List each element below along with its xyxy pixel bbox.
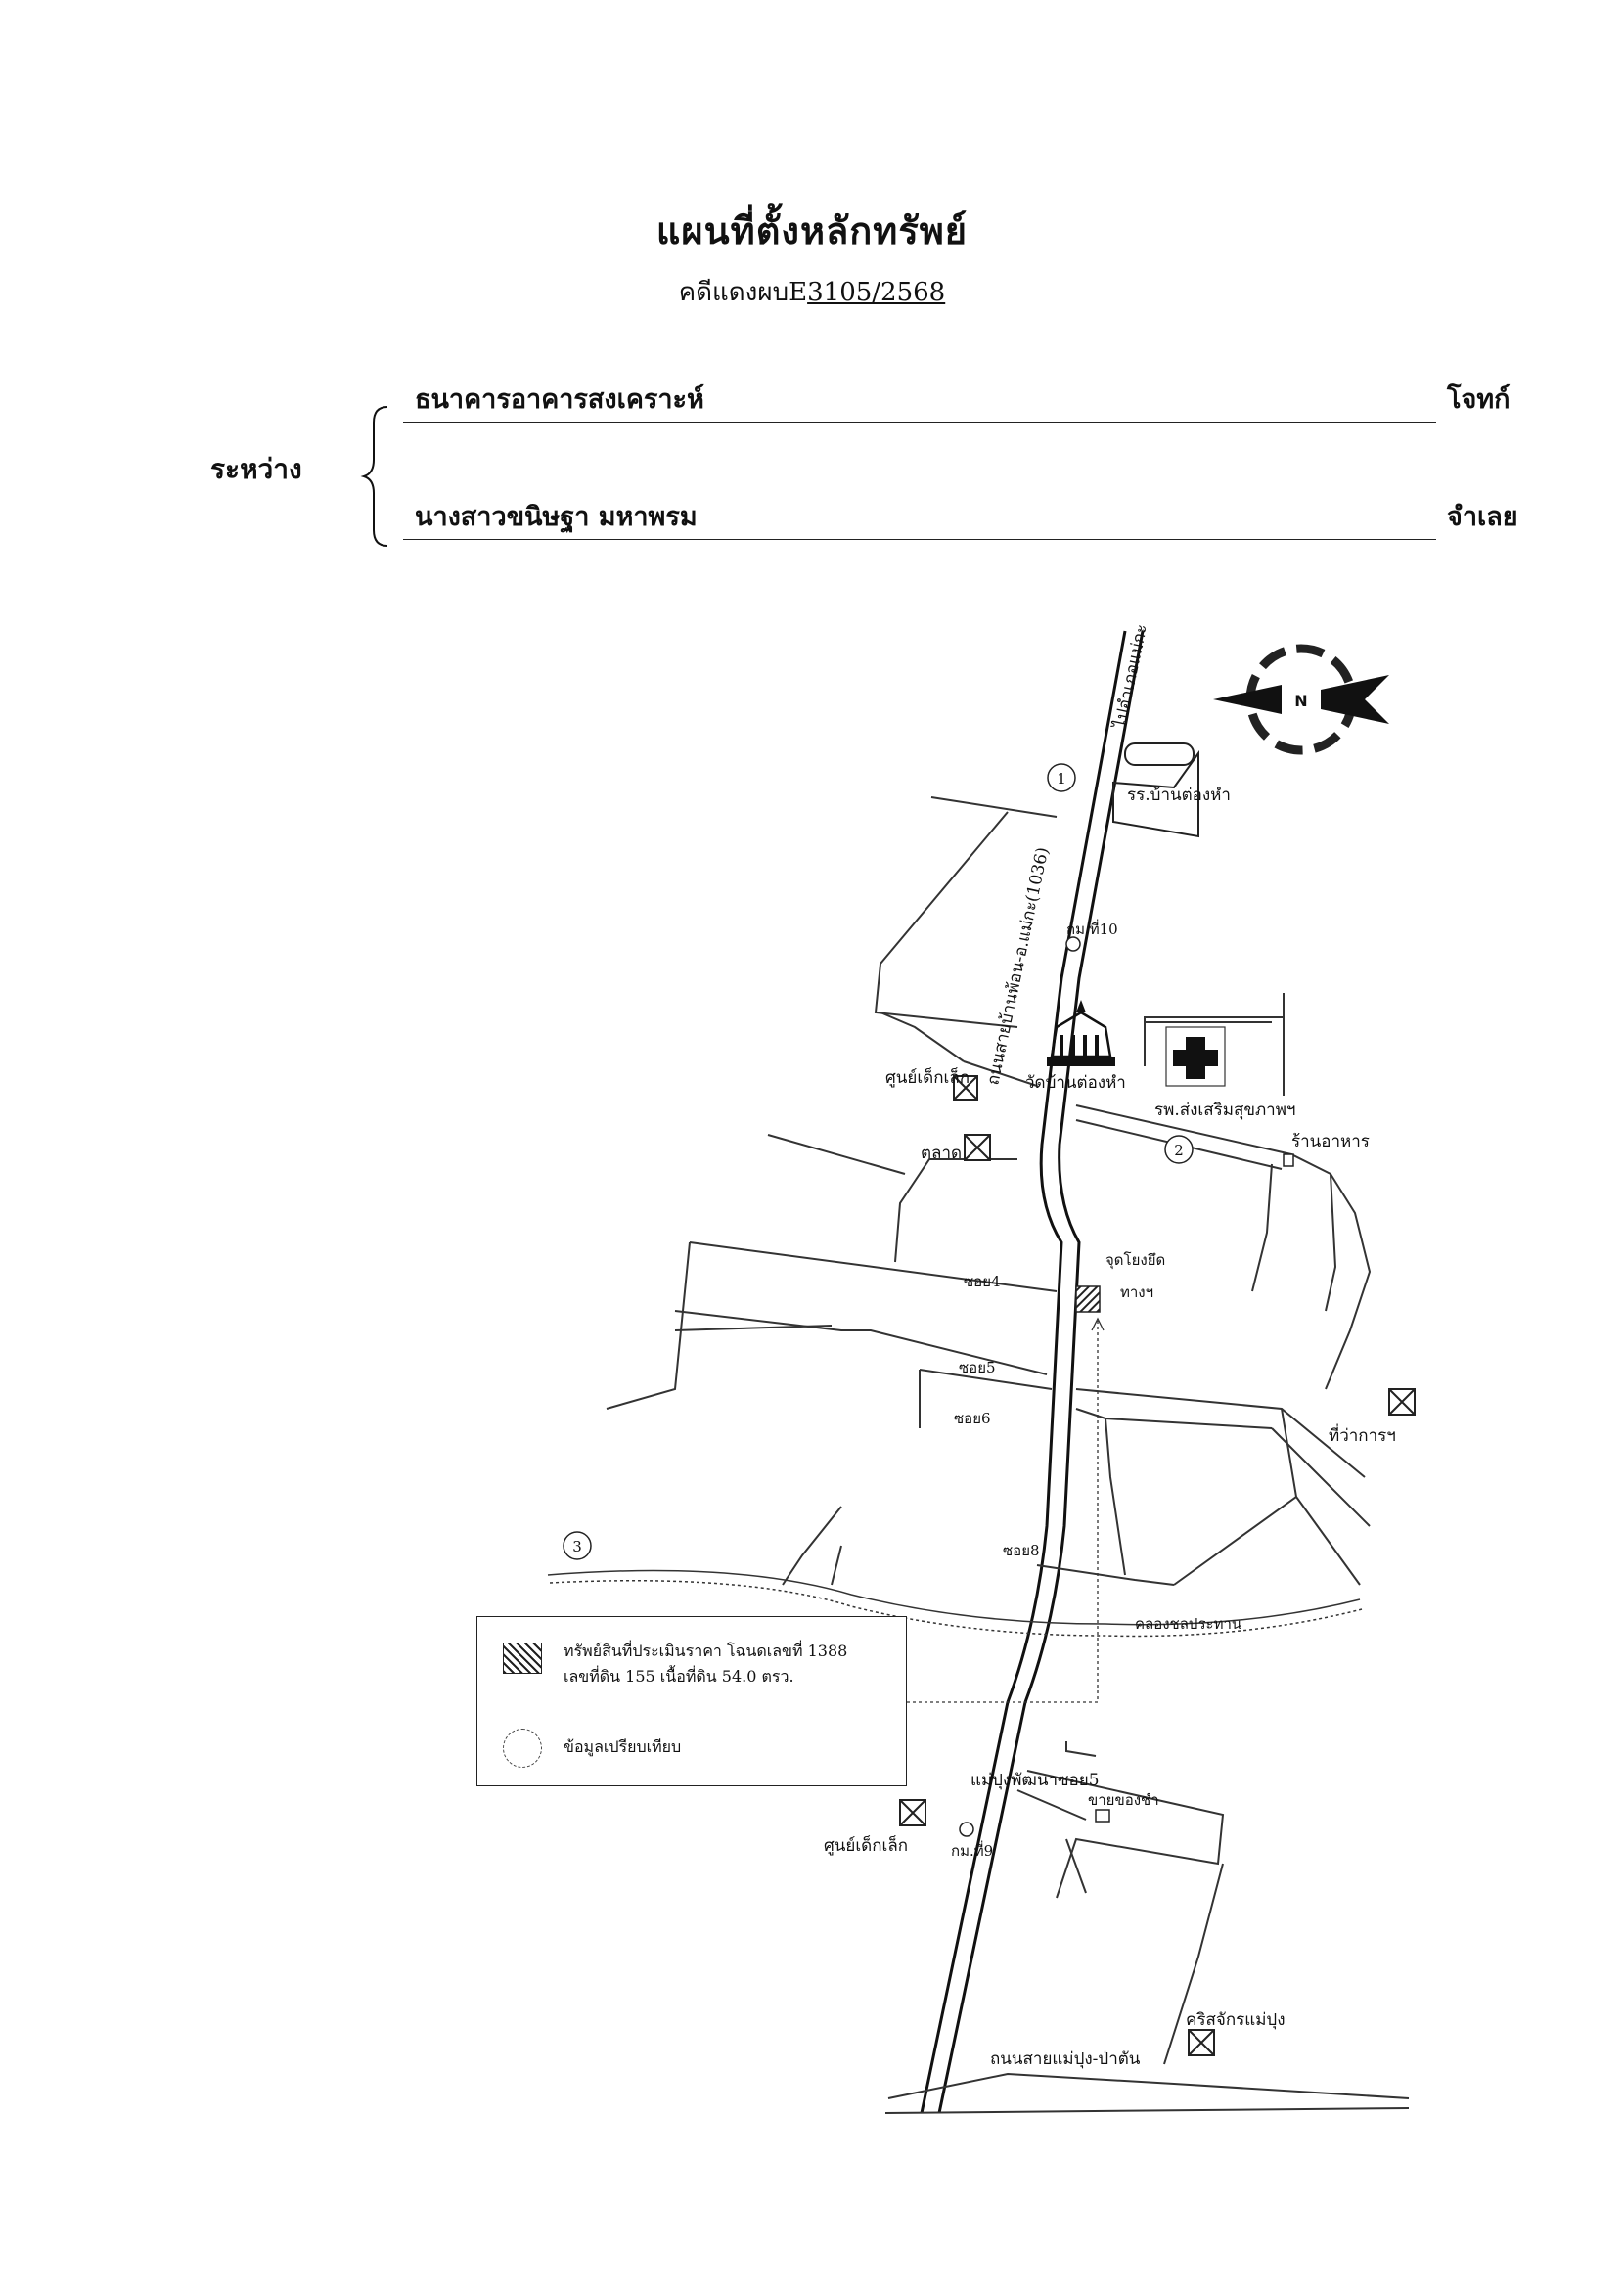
defendant-role: จำเลย (1447, 502, 1518, 532)
label-maepung-soi5: แม่ปุงพัฒนาซอย5 (970, 1771, 1100, 1790)
main-highway (920, 630, 1145, 2114)
subject-property (1075, 1285, 1101, 1313)
district-office-icon (1388, 1388, 1416, 1416)
comparable-1: 1 (1057, 770, 1066, 788)
label-hospital: รพ.ส่งเสริมสุขภาพฯ (1154, 1101, 1295, 1120)
label-soi6: ซอย6 (954, 1410, 991, 1427)
pointer-arrow (1091, 1317, 1105, 1331)
hospital-icon (1165, 1026, 1226, 1087)
comparable-markers (563, 763, 1194, 1560)
comparable-3: 3 (572, 1538, 582, 1555)
curly-brace (360, 406, 388, 547)
label-childcare-bottom: ศูนย์เด็กเล็ก (824, 1834, 908, 1856)
legend-comparable: ข้อมูลเปรียบเทียบ (564, 1737, 682, 1756)
market-icon (964, 1134, 991, 1161)
school-building (1112, 742, 1199, 838)
legend-property-line2: เลขที่ดิน 155 เนื้อที่ดิน 54.0 ตรว. (564, 1667, 794, 1686)
label-soi8: ซอย8 (1003, 1542, 1040, 1559)
label-km10: กม.ที่10 (1066, 919, 1118, 938)
label-district-office: ที่ว่าการฯ (1329, 1423, 1396, 1446)
plaintiff-line: ธนาคารอาคารสงเคราะห์ โจทก์ (403, 384, 1510, 423)
km9-marker (959, 1822, 974, 1837)
case-prefix: คดีแดงผบE (678, 278, 808, 307)
case-number-line: คดีแดงผบE3105/2568 (0, 272, 1624, 312)
label-path: ทางฯ (1120, 1283, 1153, 1301)
grocery-icon (1095, 1809, 1110, 1822)
legend-property-row: ทรัพย์สินที่ประเมินราคา โฉนดเลขที่ 1388 … (503, 1639, 894, 1697)
plaintiff-role: โจทก์ (1447, 384, 1511, 415)
circle-swatch (503, 1729, 542, 1768)
legend-property-line1: ทรัพย์สินที่ประเมินราคา โฉนดเลขที่ 1388 (564, 1642, 848, 1660)
local-roads (606, 796, 1410, 2114)
childcare-bottom-icon (899, 1799, 926, 1826)
hatch-swatch (503, 1642, 542, 1674)
page-title: แผนที่ตั้งหลักทรัพย์ (655, 208, 969, 252)
north-letter: N (1294, 692, 1307, 710)
label-market: ตลาด (921, 1144, 962, 1163)
map-legend: ทรัพย์สินที่ประเมินราคา โฉนดเลขที่ 1388 … (476, 1616, 907, 1786)
childcare-top-icon (953, 1075, 978, 1101)
label-shop: ร้านอาหาร (1291, 1132, 1370, 1151)
label-soi5: ซอย5 (959, 1359, 996, 1376)
north-compass: N (1213, 644, 1389, 755)
label-soi4: ซอย4 (964, 1273, 1001, 1290)
km10-marker (1065, 936, 1081, 952)
label-road-bottom: ถนนสายแม่ปุง-ป่าตัน (990, 2049, 1141, 2069)
crossed-box-icons (899, 1075, 1416, 2056)
comparable-2: 2 (1174, 1142, 1184, 1159)
label-school: รร.บ้านต่องหำ (1127, 786, 1231, 805)
defendant-name: นางสาวขนิษฐา มหาพรม (415, 502, 698, 532)
legend-comparable-row: ข้อมูลเปรียบเทียบ (503, 1721, 894, 1770)
label-canal: คลองชลประทาน (1135, 1615, 1241, 1633)
church-icon (1188, 2029, 1215, 2056)
plaintiff-name: ธนาคารอาคารสงเคราะห์ (415, 384, 704, 415)
case-number: 3105/2568 (807, 278, 946, 307)
between-label: ระหว่าง (210, 453, 302, 485)
defendant-line: นางสาวขนิษฐา มหาพรม จำเลย (403, 502, 1518, 540)
temple-icon (1047, 1000, 1115, 1066)
label-main-road: ถนนสายบ้านพ้อน-อ.แม่กะ(1036) (983, 845, 1053, 1087)
label-temple: วัดบ้านต่องหำ (1025, 1073, 1126, 1093)
label-childcare-top: ศูนย์เด็กเล็ก (885, 1066, 970, 1088)
property-pointer (905, 1321, 1099, 1703)
label-landmark: จุดโยงยึด (1105, 1251, 1165, 1270)
shop-icon (1283, 1153, 1294, 1167)
label-grocery: ขายของชำ (1088, 1791, 1159, 1809)
irrigation-canal (547, 1569, 1363, 1638)
label-km9: กม.ที่9 (951, 1840, 993, 1860)
label-church: คริสจักรแม่ปุง (1186, 2010, 1286, 2030)
